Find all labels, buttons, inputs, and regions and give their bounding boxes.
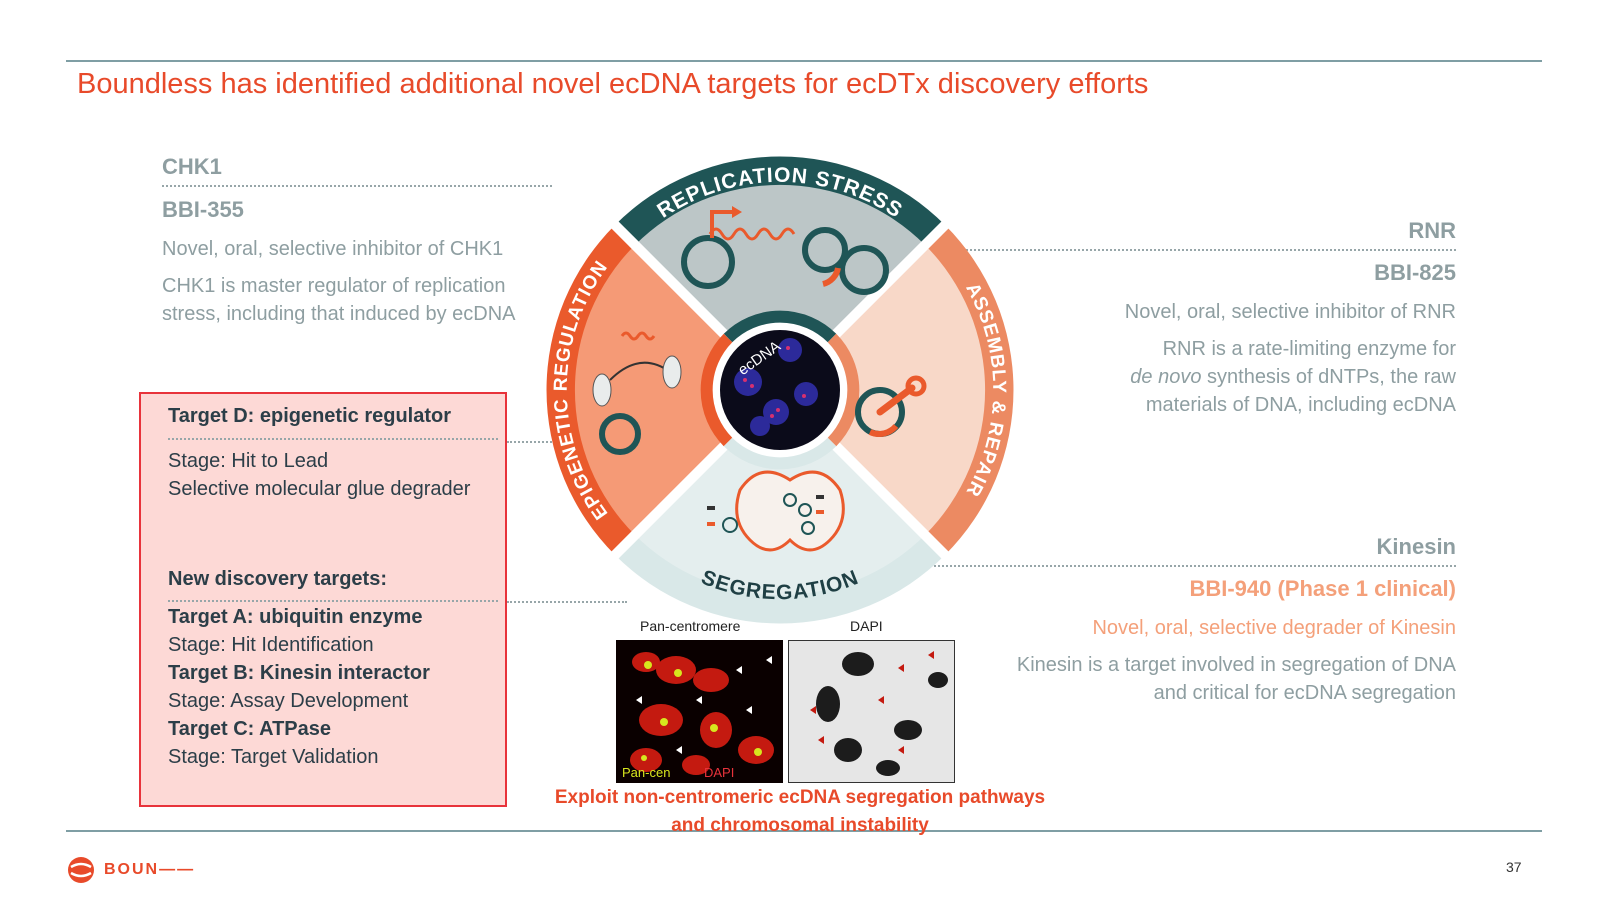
rnr-line2b-italic: de novo: [1130, 366, 1202, 388]
pan-cen-legend: Pan-cen: [622, 765, 670, 780]
target-b-stage: Stage: Assay Development: [168, 690, 409, 712]
wrench-icon: [876, 384, 916, 416]
pan-centromere-label: Pan-centromere: [640, 618, 741, 634]
replication-ecdna-circle-3: [839, 245, 889, 295]
rna-wave-icon: [708, 227, 796, 241]
nucleus-2: [778, 338, 802, 362]
rnr-label: RNR: [1408, 218, 1456, 243]
nucleus-5: [750, 416, 770, 436]
ring-replication: [615, 156, 945, 245]
logo-text: BOUN——: [104, 861, 196, 878]
rnr-line1: Novel, oral, selective inhibitor of RNR: [1124, 301, 1456, 323]
kinesin-divider: [922, 565, 1456, 567]
seg-chromosome-2: [707, 522, 715, 526]
epigenetic-wave-icon: [620, 331, 656, 341]
seg-ecdna-4: [801, 521, 815, 535]
inner-ring-right: [827, 333, 860, 447]
ecdna-wheel-diagram: REPLICATION STRESS ASSEMBLY & REPAIR SEG…: [546, 156, 1014, 624]
repair-red-mark: [868, 423, 899, 437]
pan-centromere-image: Pan-cen DAPI: [616, 640, 783, 783]
ring-segregation: [615, 535, 945, 624]
kinesin-line2b: and critical for ecDNA segregation: [1153, 682, 1456, 704]
target-d-stage: Stage: Hit to Lead: [168, 450, 329, 472]
caption-line1: Exploit non-centromeric ecDNA segregatio…: [554, 787, 1046, 808]
kinesin-line2a: Kinesin is a target involved in segregat…: [1016, 654, 1456, 676]
target-d-label: Target D: epigenetic regulator: [168, 405, 452, 427]
dapi-legend: DAPI: [704, 765, 734, 780]
nucleus-4: [794, 382, 818, 406]
transcription-arrowhead-icon: [732, 206, 742, 218]
nucleosome-right-icon: [662, 355, 682, 389]
target-c-label: Target C: ATPase: [168, 718, 331, 740]
ring-epigenetic: [546, 225, 635, 555]
inner-ring-left: [700, 333, 733, 447]
caption-line2: and chromosomal instability: [671, 815, 929, 836]
page-number: 37: [1506, 859, 1522, 875]
slide-title: Boundless has identified additional nove…: [77, 68, 1149, 100]
inner-ring-top: [723, 310, 837, 343]
kinesin-label: Kinesin: [1376, 534, 1456, 559]
seg-ecdna-1: [722, 517, 738, 533]
target-a-label: Target A: ubiquitin enzyme: [168, 606, 423, 628]
inner-ring-bottom: [723, 437, 837, 470]
quadrant-epigenetic: [556, 232, 780, 548]
epigenetic-ecdna-circle: [599, 413, 641, 455]
dapi-label: DAPI: [850, 618, 883, 634]
seg-chromosome-3: [816, 495, 824, 499]
replication-ecdna-circle-2: [802, 227, 848, 273]
target-d-divider: [168, 438, 498, 440]
discovery-targets-box: Target D: epigenetic regulator Stage: Hi…: [139, 392, 507, 807]
rnr-line2b: de novo synthesis of dNTPs, the raw: [1000, 363, 1456, 391]
quadrant-replication: [622, 166, 938, 390]
bbi-940-label: BBI-940 (Phase 1 clinical): [1189, 576, 1456, 601]
kinesin-line1: Novel, oral, selective degrader of Kines…: [1092, 617, 1456, 639]
rnr-line2c: materials of DNA, including ecDNA: [1145, 394, 1456, 416]
rnr-line2b-rest: synthesis of dNTPs, the raw: [1201, 366, 1456, 388]
seg-chromosome-1: [707, 506, 715, 510]
chk1-label: CHK1: [162, 154, 222, 179]
nucleus-3: [763, 399, 789, 425]
seg-ecdna-2: [783, 493, 797, 507]
new-targets-connector: [507, 601, 627, 603]
nucleosome-left-icon: [592, 373, 612, 407]
replication-ecdna-circle-1: [681, 235, 735, 289]
bbi-355-label: BBI-355: [162, 197, 244, 222]
target-a-stage: Stage: Hit Identification: [168, 634, 374, 656]
chk1-line2b: stress, including that induced by ecDNA: [162, 303, 516, 325]
dapi-image: [788, 640, 955, 783]
target-d-desc: Selective molecular glue degrader: [168, 478, 471, 500]
bbi-825-label: BBI-825: [1374, 260, 1456, 285]
rnr-divider: [962, 249, 1456, 251]
replication-red-mark: [822, 267, 841, 287]
ecdna-micrograph: [720, 330, 840, 450]
wrench-head-icon: [905, 375, 927, 397]
chk1-divider: [162, 185, 552, 187]
seg-ecdna-3: [798, 503, 812, 517]
bottom-rule: [66, 830, 1542, 832]
target-c-stage: Stage: Target Validation: [168, 746, 379, 768]
new-targets-header: New discovery targets:: [168, 568, 387, 590]
ring-assembly: [925, 225, 1014, 555]
seg-chromosome-4: [816, 510, 824, 514]
nucleus-1: [734, 368, 762, 396]
new-targets-divider: [168, 600, 498, 602]
rnr-line2a: RNR is a rate-limiting enzyme for: [1162, 338, 1456, 360]
top-rule: [66, 60, 1542, 62]
boundless-logo-icon: [68, 857, 94, 883]
chk1-line2a: CHK1 is master regulator of replication: [162, 275, 506, 297]
target-d-connector: [507, 441, 587, 443]
dividing-cell-icon: [735, 470, 845, 552]
target-b-label: Target B: Kinesin interactor: [168, 662, 430, 684]
chk1-line1: Novel, oral, selective inhibitor of CHK1: [162, 238, 504, 260]
